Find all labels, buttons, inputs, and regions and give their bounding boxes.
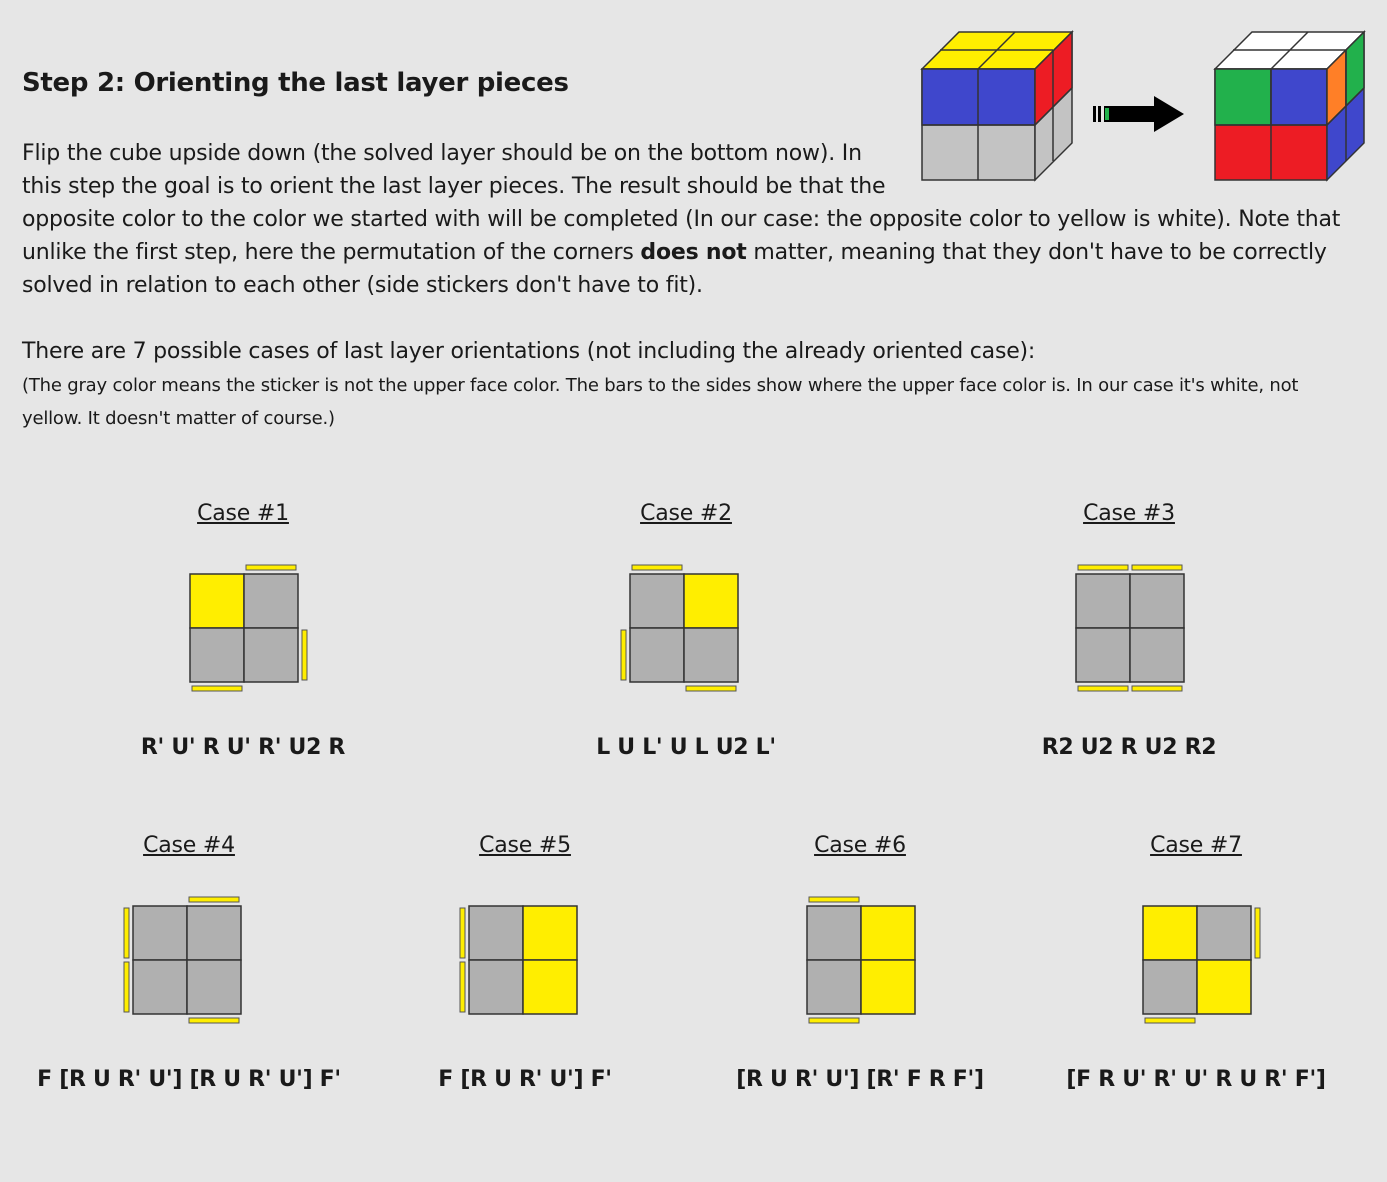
- sticker-yellow: [522, 959, 578, 1015]
- orientation-bar-right-bottom: [301, 629, 308, 681]
- case-5-label: Case #5: [479, 833, 571, 858]
- intro-line-4-post: matter, meaning that they don't have to …: [746, 240, 1327, 265]
- note-line-1: (The gray color means the sticker is not…: [22, 375, 1299, 396]
- sticker-gray: [243, 573, 299, 629]
- orientation-bar-bottom-right: [1131, 685, 1183, 692]
- case-7-label: Case #7: [1150, 833, 1242, 858]
- arrow-icon: [1093, 96, 1184, 132]
- note-line-2: yellow. It doesn't matter of course.): [22, 408, 335, 429]
- orientation-bar-top-right: [1131, 564, 1183, 571]
- intro-line-4: unlike the first step, here the permutat…: [22, 236, 1327, 269]
- case-2-algorithm: L U L' U L U2 L': [596, 735, 776, 760]
- orientation-bar-bottom-right: [188, 1017, 240, 1024]
- case-6-diagram: [806, 896, 916, 1024]
- case-4-label: Case #4: [143, 833, 235, 858]
- orientation-bar-top-right: [245, 564, 297, 571]
- orientation-bar-bottom-left: [1144, 1017, 1196, 1024]
- orientation-bar-bottom-left: [191, 685, 243, 692]
- case-5-algorithm: F [R U R' U'] F': [438, 1067, 612, 1092]
- case-7-diagram: [1142, 905, 1261, 1024]
- intro-line-4-pre: unlike the first step, here the permutat…: [22, 240, 641, 265]
- sticker-yellow: [860, 959, 916, 1015]
- case-4-algorithm: F [R U R' U'] [R U R' U'] F': [37, 1067, 341, 1092]
- orientation-bar-bottom-right: [685, 685, 737, 692]
- intro-line-3: opposite color to the color we started w…: [22, 207, 1341, 232]
- case-2-diagram: [620, 564, 739, 692]
- orientation-bar-bottom-left: [1077, 685, 1129, 692]
- orientation-bar-top-right: [188, 896, 240, 903]
- sticker-gray: [806, 905, 862, 961]
- orientation-bar-bottom-left: [808, 1017, 860, 1024]
- orientation-bar-right-top: [1254, 907, 1261, 959]
- page-title: Step 2: Orienting the last layer pieces: [22, 68, 569, 98]
- sticker-yellow: [522, 905, 578, 961]
- orientation-bar-left-top: [123, 907, 130, 959]
- cube-transform-illustration: [920, 30, 1366, 182]
- after-cube: [1213, 30, 1366, 182]
- case-5-diagram: [459, 905, 578, 1015]
- sticker-gray: [683, 627, 739, 683]
- case-2-label: Case #2: [640, 501, 732, 526]
- intro-line-2: this step the goal is to orient the last…: [22, 174, 886, 199]
- orientation-bar-left-top: [459, 907, 466, 959]
- case-7-algorithm: [F R U' R' U' R U R' F']: [1066, 1067, 1326, 1092]
- sticker-gray: [186, 905, 242, 961]
- sticker-yellow: [189, 573, 245, 629]
- case-3-label: Case #3: [1083, 501, 1175, 526]
- sticker-gray: [1129, 573, 1185, 629]
- sticker-gray: [468, 959, 524, 1015]
- sticker-gray: [629, 627, 685, 683]
- sticker-gray: [243, 627, 299, 683]
- intro-line-5: solved in relation to each other (side s…: [22, 273, 703, 298]
- sticker-yellow: [683, 573, 739, 629]
- case-4-diagram: [123, 896, 242, 1024]
- sticker-gray: [1142, 959, 1198, 1015]
- sticker-gray: [468, 905, 524, 961]
- sticker-gray: [806, 959, 862, 1015]
- case-6-algorithm: [R U R' U'] [R' F R F']: [736, 1067, 984, 1092]
- orientation-bar-top-left: [1077, 564, 1129, 571]
- orientation-bar-left-bottom: [620, 629, 627, 681]
- orientation-bar-left-bottom: [459, 961, 466, 1013]
- case-1-diagram: [189, 564, 308, 692]
- case-3-algorithm: R2 U2 R U2 R2: [1041, 735, 1217, 760]
- sticker-gray: [1075, 573, 1131, 629]
- sticker-gray: [186, 959, 242, 1015]
- before-cube: [920, 30, 1074, 182]
- sticker-gray: [629, 573, 685, 629]
- case-1-algorithm: R' U' R U' R' U2 R: [140, 735, 346, 760]
- sticker-gray: [1075, 627, 1131, 683]
- case-6-label: Case #6: [814, 833, 906, 858]
- sticker-gray: [1196, 905, 1252, 961]
- sticker-gray: [1129, 627, 1185, 683]
- orientation-bar-top-left: [808, 896, 860, 903]
- sticker-gray: [132, 905, 188, 961]
- orientation-bar-left-bottom: [123, 961, 130, 1013]
- cases-intro: There are 7 possible cases of last layer…: [22, 339, 1036, 364]
- sticker-gray: [132, 959, 188, 1015]
- sticker-gray: [189, 627, 245, 683]
- sticker-yellow: [1142, 905, 1198, 961]
- case-1-label: Case #1: [197, 501, 289, 526]
- sticker-yellow: [860, 905, 916, 961]
- sticker-yellow: [1196, 959, 1252, 1015]
- orientation-bar-top-left: [631, 564, 683, 571]
- case-3-diagram: [1075, 564, 1185, 692]
- intro-emphasis: does not: [640, 240, 747, 265]
- intro-line-1: Flip the cube upside down (the solved la…: [22, 141, 862, 166]
